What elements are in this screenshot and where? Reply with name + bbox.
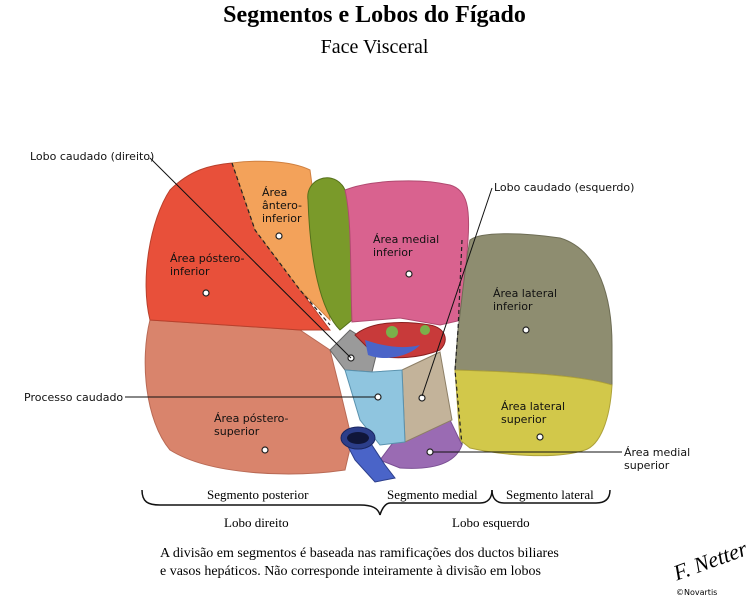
marker-caudate-process <box>374 393 382 401</box>
label-area-medial-inferior: Área medial inferior <box>373 233 439 259</box>
segmento-posterior-label: Segmento posterior <box>207 487 309 502</box>
marker-medial-superior <box>426 448 434 456</box>
marker-lateral-superior <box>536 433 544 441</box>
marker-postero-inferior <box>202 289 210 297</box>
lobo-direito-label: Lobo direito <box>224 515 289 530</box>
copyright: ©Novartis <box>676 588 718 597</box>
label-line: inferior <box>493 300 533 313</box>
label-area-postero-inferior: Área póstero- inferior <box>170 252 245 278</box>
label-lobo-caudado-esquerdo: Lobo caudado (esquerdo) <box>494 181 635 194</box>
label-line: inferior <box>373 246 413 259</box>
dashed-boundary <box>231 162 331 326</box>
segmento-lateral-label: Segmento lateral <box>506 487 594 502</box>
antero-inferior-area <box>231 160 331 322</box>
marker-postero-superior <box>261 446 269 454</box>
bile-duct-2 <box>420 325 430 335</box>
brace-segmento-lateral <box>491 489 611 504</box>
label-line: Área lateral <box>493 287 558 300</box>
page-subtitle: Face Visceral <box>320 36 429 58</box>
page-title: Segmentos e Lobos do Fígado <box>223 2 526 28</box>
caudate-process <box>344 369 406 446</box>
medial-superior-area <box>379 419 463 469</box>
vena-cava-lumen <box>347 432 369 444</box>
label-area-lateral-superior: Área lateral superior <box>501 400 565 426</box>
marker-lateral-inferior <box>522 326 530 334</box>
lobo-esquerdo-label: Lobo esquerdo <box>452 515 530 530</box>
label-line: inferior <box>262 212 302 225</box>
brace-segmento-posterior <box>141 489 381 516</box>
segment-braces <box>141 489 611 516</box>
lateral-superior-area <box>454 369 613 457</box>
leader-caudado-esquerdo <box>421 187 493 397</box>
medial-inferior-area <box>344 180 470 326</box>
label-line: Área póstero- <box>214 412 289 425</box>
caption-line-1: A divisão em segmentos é baseada nas ram… <box>160 546 559 561</box>
marker-antero-inferior <box>275 232 283 240</box>
label-line: Área póstero- <box>170 252 245 265</box>
label-processo-caudado: Processo caudado <box>24 391 124 404</box>
label-line: ântero- <box>262 199 302 212</box>
caption: A divisão em segmentos é baseada nas ram… <box>160 545 559 581</box>
label-line: Área <box>262 186 288 199</box>
label-line: superior <box>501 413 547 426</box>
label-line: inferior <box>170 265 210 278</box>
label-line: Área medial <box>624 446 691 459</box>
label-line: Área lateral <box>501 400 566 413</box>
brace-segmento-medial <box>379 489 493 516</box>
portal-vein <box>365 340 420 359</box>
label-line: superior <box>624 459 670 472</box>
bile-duct <box>386 326 398 338</box>
label-area-medial-superior: Área medial superior <box>624 446 690 472</box>
leader-lines <box>125 157 622 453</box>
label-area-lateral-inferior: Área lateral inferior <box>493 287 557 313</box>
label-line: superior <box>214 425 260 438</box>
marker-medial-inferior <box>405 270 413 278</box>
leader-caudado-direito <box>149 157 352 359</box>
dashed-boundary-left-lobe <box>454 239 463 446</box>
label-line: Área medial <box>373 233 440 246</box>
label-area-antero-inferior: Área ântero- inferior <box>262 186 302 225</box>
label-area-postero-superior: Área póstero- superior <box>214 412 289 438</box>
segmento-medial-label: Segmento medial <box>387 487 478 502</box>
label-lobo-caudado-direito: Lobo caudado (direito) <box>30 150 155 163</box>
caption-line-2: e vasos hepáticos. Não corresponde intei… <box>160 564 541 579</box>
